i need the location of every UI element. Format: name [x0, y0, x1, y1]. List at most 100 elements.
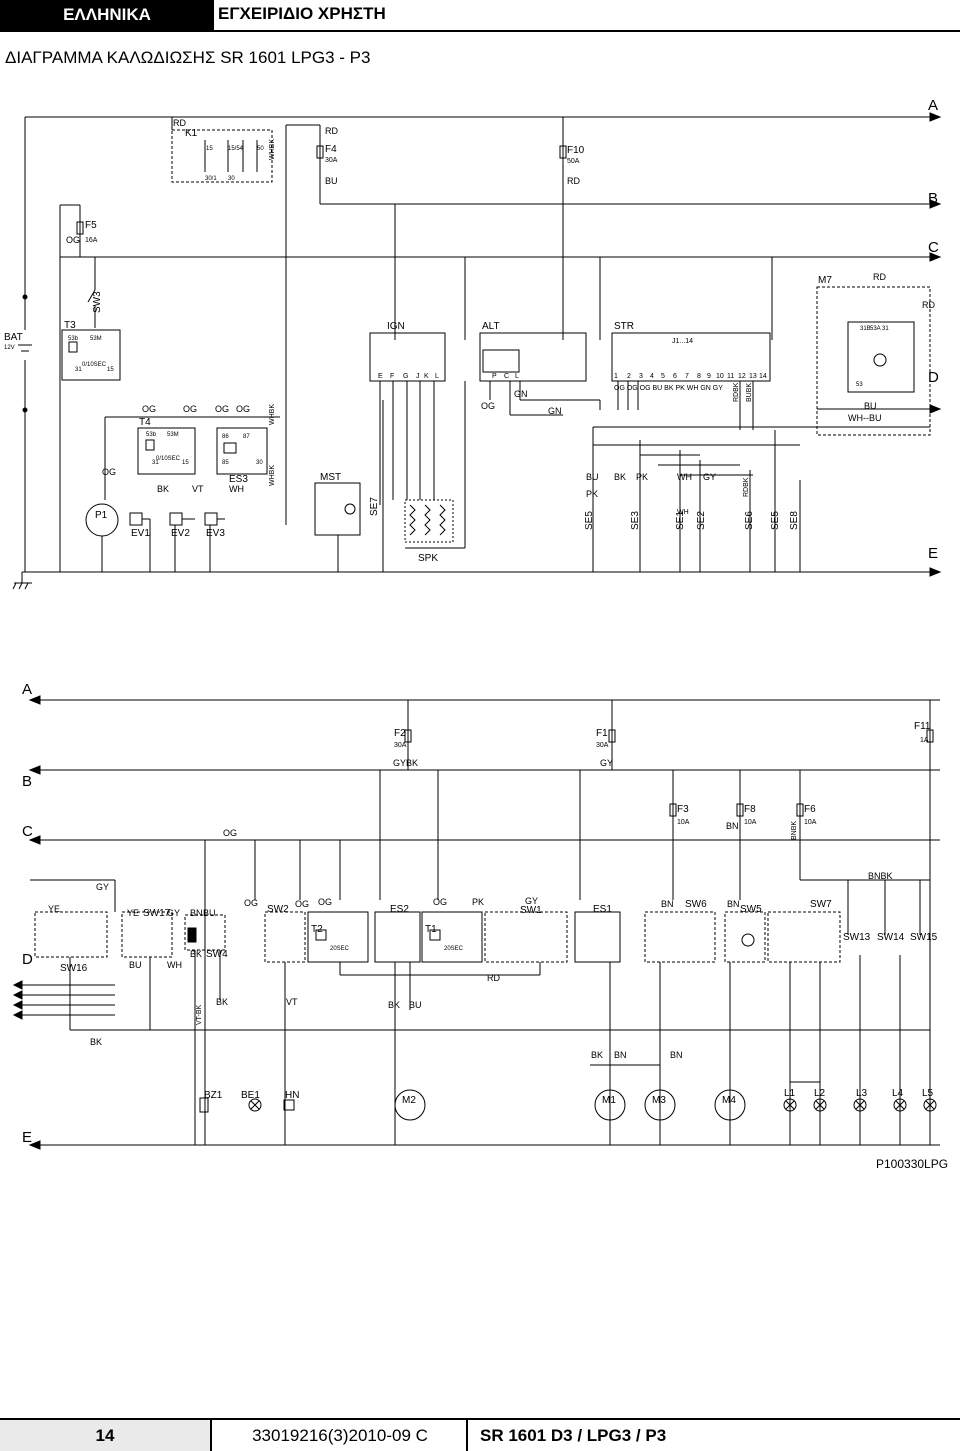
t4-pin-53b: 53b [146, 432, 157, 438]
wire-bn-sw4: BN [190, 908, 203, 918]
wire-bk-left: BK [90, 1037, 102, 1047]
t4-pin-53m: 53M [167, 432, 179, 438]
label-ev3: EV3 [206, 528, 225, 539]
wire-bk-mid: BK [216, 997, 228, 1007]
wire-bu-sw4: BU [203, 908, 216, 918]
label-mst: MST [320, 472, 341, 483]
label-m4: M4 [722, 1095, 736, 1106]
m7-pin-53a: 53A [870, 326, 881, 332]
label-t1: T1 [425, 924, 437, 935]
wire-gn-alt-1: GN [514, 389, 528, 399]
label-sw5: SW5 [740, 904, 762, 915]
t3-pin-53b: 53b [68, 336, 79, 342]
wire-bk-se: BK [614, 472, 626, 482]
label-sw16: SW16 [60, 963, 88, 974]
wire-bu-es2: BU [409, 1000, 422, 1010]
label-se7: SE7 [369, 497, 380, 516]
wire-rd-f10: RD [567, 176, 580, 186]
t3-pin-timer: 0/10SEC [82, 362, 107, 368]
wire-bu-sw17: BU [129, 960, 142, 970]
wire-pk-sw1: PK [472, 897, 484, 907]
label-str: STR [614, 321, 634, 332]
label-alt: ALT [482, 321, 500, 332]
wire-og-1: OG [142, 404, 156, 414]
t4-pin-31: 31 [152, 460, 159, 466]
f2-rating: 30A [394, 742, 407, 749]
str-pin-3: 3 [639, 373, 643, 380]
str-pin-5: 5 [661, 373, 665, 380]
wire-bk-ev: BK [157, 484, 169, 494]
connector-a-bottom: A [22, 681, 32, 698]
label-se1: SE1 [675, 511, 686, 530]
m7-pin-53: 53 [856, 382, 863, 388]
wire-bk-sw4: BK [190, 949, 202, 959]
label-f4: F4 [325, 144, 337, 155]
wire-bu-m7: BU [864, 401, 877, 411]
alt-pin-l: L [515, 373, 519, 380]
f6-rating: 10A [804, 819, 817, 826]
label-m3: M3 [652, 1095, 666, 1106]
wire-gy-left: GY [96, 882, 109, 892]
label-sw1: SW1 [520, 905, 542, 916]
header-rule [0, 30, 960, 32]
label-k1: K1 [185, 128, 198, 139]
label-sw6: SW6 [685, 899, 707, 910]
f8-rating: 10A [744, 819, 757, 826]
str-pin-6: 6 [673, 373, 677, 380]
wire-whbk-es3-bottom: WHBK [269, 465, 276, 486]
es3-pin-87: 87 [243, 434, 250, 440]
wire-bnbk: BNBK [868, 871, 893, 881]
label-sw7: SW7 [810, 899, 832, 910]
wire-wh-se1: WH [677, 509, 689, 516]
k1-pin-30: 30 [228, 176, 235, 182]
str-pin-2: 2 [627, 373, 631, 380]
f1-rating: 30A [596, 742, 609, 749]
label-l2: L2 [814, 1088, 826, 1099]
label-t3: T3 [64, 320, 76, 331]
f3-rating: 10A [677, 819, 690, 826]
wire-og-3: OG [215, 404, 229, 414]
wire-gy-f1: GY [600, 758, 613, 768]
model-name: SR 1601 D3 / LPG3 / P3 [466, 1420, 960, 1451]
label-se5: SE5 [584, 511, 595, 530]
label-p1: P1 [95, 510, 108, 521]
label-es3: ES3 [229, 474, 248, 485]
wire-gybk: GYBK [393, 758, 418, 768]
label-t2: T2 [311, 924, 323, 935]
str-pin-7: 7 [685, 373, 689, 380]
wire-vt-mid: VT [286, 997, 298, 1007]
manual-label: ΕΓΧΕΙΡΙΔΙΟ ΧΡΗΣΤΗ [218, 4, 386, 23]
wire-bn-m3: BN [670, 1050, 683, 1060]
label-se5b: SE5 [770, 511, 781, 530]
ign-pin-f: F [390, 373, 394, 380]
label-ev2: EV2 [171, 528, 190, 539]
label-sw3: SW3 [92, 291, 103, 313]
connector-d-top: D [928, 369, 939, 386]
es3-pin-30: 30 [256, 460, 263, 466]
wire-bu-f4: BU [325, 176, 338, 186]
alt-pin-p: P [492, 373, 497, 380]
label-sw14: SW14 [877, 932, 905, 943]
wire-bu-se: BU [586, 472, 599, 482]
wire-vtbk: VT-BK [196, 1004, 203, 1025]
t3-pin-31: 31 [75, 367, 82, 373]
connector-b-bottom: B [22, 773, 32, 790]
t4-pin-timer: 0/10SEC [156, 456, 181, 462]
label-f3: F3 [677, 804, 689, 815]
label-sw2: SW2 [267, 904, 289, 915]
language-label: ΕΛΛΗΝΙΚΑ [0, 0, 214, 30]
k1-pin-15: 15 [206, 146, 213, 152]
wire-rdbk-str: RDBK [733, 382, 740, 402]
wire-bn-m1: BN [614, 1050, 627, 1060]
wire-gy-sw1: GY [525, 896, 538, 906]
connector-c-top: C [928, 239, 939, 256]
t3-pin-15: 15 [107, 367, 114, 373]
wire-bn-sw6: BN [661, 899, 674, 909]
t1-timer: 20SEC [444, 946, 464, 952]
ign-pin-j: J [416, 373, 420, 380]
wire-og-c: OG [223, 828, 237, 838]
alt-pin-c: C [504, 373, 509, 380]
wire-rd-f4: RD [325, 126, 338, 136]
label-bz1: BZ1 [204, 1090, 223, 1101]
